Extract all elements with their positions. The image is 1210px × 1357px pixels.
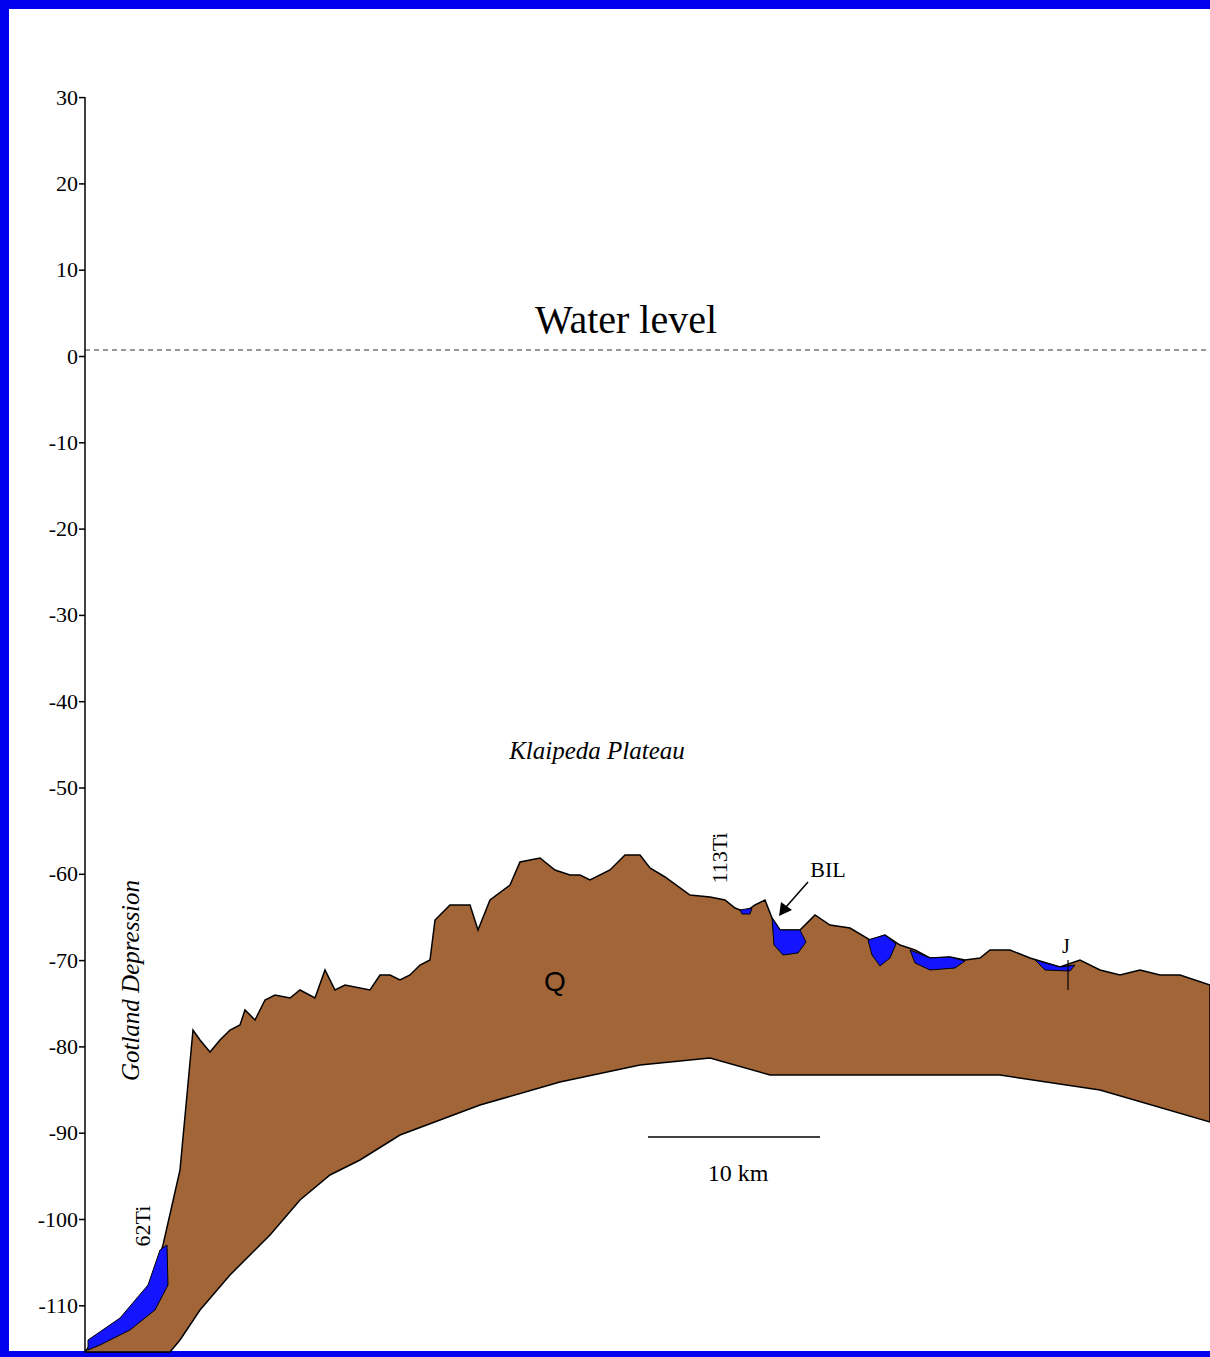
depth-tick-label: -90 xyxy=(49,1122,78,1144)
borehole-mark xyxy=(1067,960,1068,990)
depth-tick-label: -30 xyxy=(49,604,78,626)
arrowhead xyxy=(779,902,792,916)
frame xyxy=(0,1351,1210,1357)
frame xyxy=(0,0,1210,9)
depth-tick-label: -50 xyxy=(49,777,78,799)
quaternary-layer xyxy=(85,855,1210,1352)
holocene-patches xyxy=(88,908,1075,1350)
depth-tick-label: -20 xyxy=(49,518,78,540)
depth-tick-label: -40 xyxy=(49,691,78,713)
scale-label: 10 km xyxy=(708,1161,769,1185)
scale-bar xyxy=(648,1136,820,1138)
core-id: 113Ti xyxy=(709,833,731,884)
frame xyxy=(0,0,9,1357)
core-id: 62Ti xyxy=(132,1206,154,1247)
water-level-line xyxy=(85,349,1210,350)
depth-tick-label: -10 xyxy=(49,432,78,454)
depth-tick-label: 30 xyxy=(56,87,78,109)
area-name: Klaipeda Plateau xyxy=(509,738,685,763)
core-id: J xyxy=(1062,936,1070,956)
depth-axis xyxy=(84,97,86,1351)
depth-tick-label: -70 xyxy=(49,950,78,972)
depth-tick-label: 10 xyxy=(56,259,78,281)
area-name: Gotland Depression xyxy=(119,879,144,1080)
water-level-label: Water level xyxy=(535,300,717,340)
depth-tick-label: -80 xyxy=(49,1036,78,1058)
depth-tick-label: -110 xyxy=(38,1295,78,1317)
depth-tick-label: -60 xyxy=(49,863,78,885)
leader-line xyxy=(786,882,808,907)
depth-tick-label: 20 xyxy=(56,173,78,195)
axis-ticks xyxy=(79,98,85,1306)
unit-label: BIL xyxy=(810,859,845,881)
unit-label: Q xyxy=(544,968,566,996)
depth-tick-label: -100 xyxy=(38,1209,78,1231)
depth-tick-label: 0 xyxy=(67,346,78,368)
